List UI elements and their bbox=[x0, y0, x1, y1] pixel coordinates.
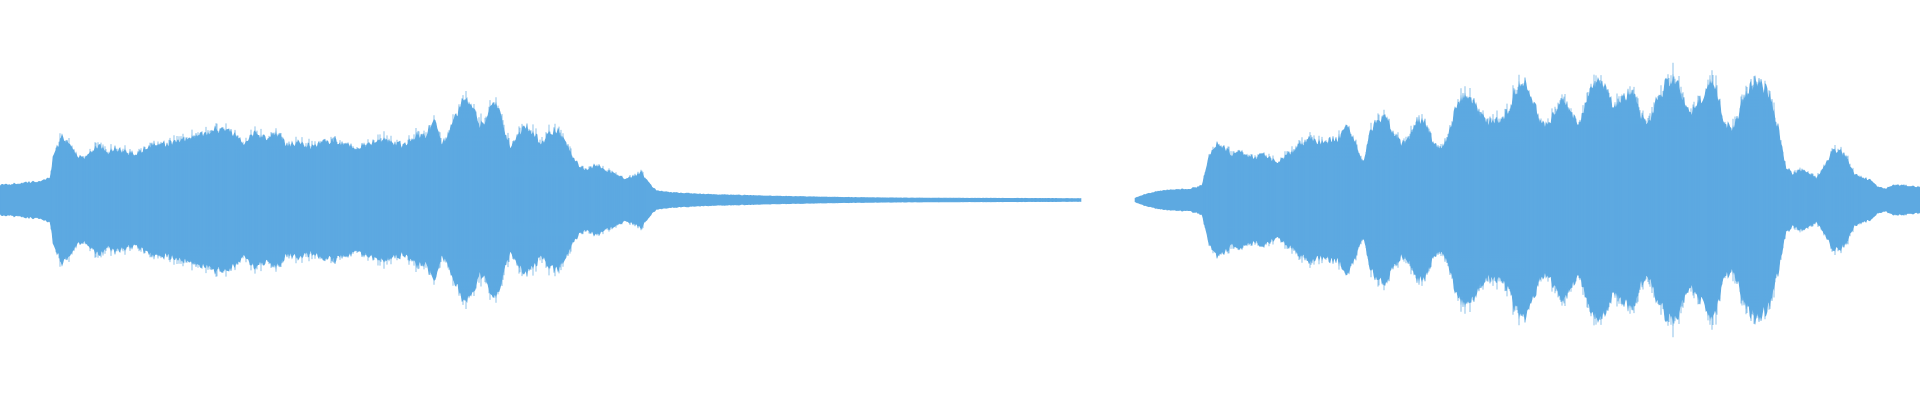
waveform-segment-2-detail bbox=[1203, 62, 1861, 338]
waveform-layer bbox=[0, 62, 1920, 338]
waveform-segment-1 bbox=[0, 96, 1082, 304]
waveform-segment-1-detail bbox=[50, 91, 646, 309]
